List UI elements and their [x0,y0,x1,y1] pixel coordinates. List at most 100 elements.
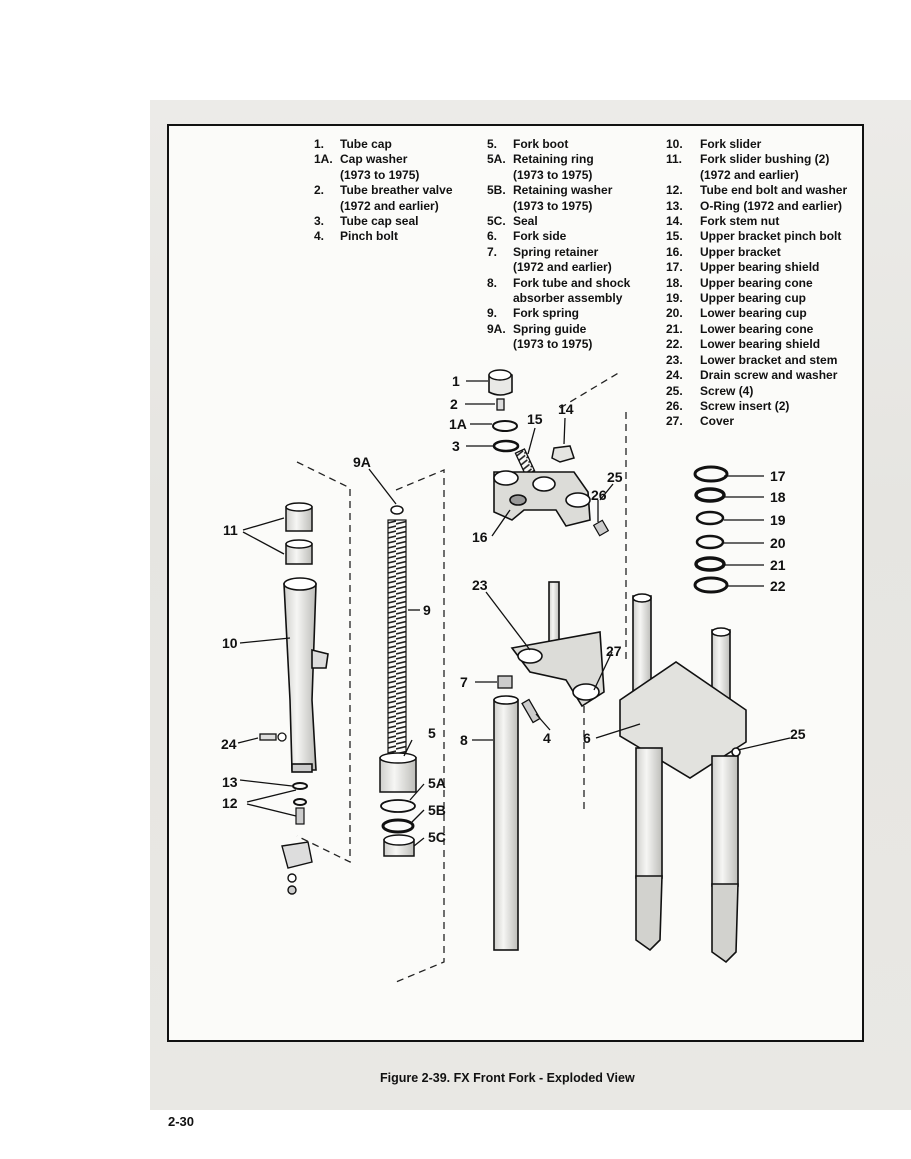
explode-guide-lines [296,371,627,983]
tube-end-bolt [295,807,305,825]
callout-1: 1 [452,373,460,389]
legend-row: 18.Upper bearing cone [666,275,813,290]
legend-row: 26.Screw insert (2) [666,398,790,413]
legend-row: 5A.Retaining ring [487,152,594,167]
legend-row: 7.Spring retainer [487,244,599,259]
fork-boot [379,752,417,793]
legend-row: 23.Lower bracket and stem [666,352,838,367]
callout-9: 9 [423,602,431,618]
legend-row: (1972 and earlier) [513,260,612,275]
callout-4: 4 [543,730,551,746]
tube-cap [488,369,513,396]
legend-row: absorber assembly [513,291,623,306]
spring-guide [390,505,404,515]
callout-5b: 5B [428,802,446,818]
callout-17: 17 [770,468,786,484]
fork-slider-bushings [285,502,313,565]
screw-insert [592,519,610,537]
lower-bracket-and-stem [510,581,605,708]
callout-9a: 9A [353,454,371,470]
legend-row: 25.Screw (4) [666,383,754,398]
legend-row: 1A.Cap washer [314,152,408,167]
tube-end-washer [293,798,307,806]
legend-row: 16.Upper bracket [666,244,781,259]
bearing-stack [693,465,729,594]
page-number: 2-30 [168,1114,195,1129]
callout-16: 16 [472,529,488,545]
callout-5c: 5C [428,829,446,845]
callout-26: 26 [591,487,607,503]
legend-row: 17.Upper bearing shield [666,260,820,275]
callout-5a: 5A [428,775,446,791]
callout-23: 23 [472,577,488,593]
callout-10: 10 [222,635,238,651]
legend-row: 5B.Retaining washer [487,183,613,198]
drain-screw [259,732,287,742]
callout-13: 13 [222,774,238,790]
callout-5: 5 [428,725,436,741]
legend-row: 12.Tube end bolt and washer [666,183,848,198]
legend-column-2: 5.Fork boot 5A.Retaining ring (1973 to 1… [487,137,630,353]
fork-slider [283,577,329,773]
leader-lines [237,380,791,847]
callout-25-lower: 25 [790,726,806,742]
callout-2: 2 [450,396,458,412]
legend-row: 22.Lower bearing shield [666,337,821,352]
upper-bracket-pinch-bolt [514,448,536,476]
callout-11: 11 [223,522,238,538]
callout-19: 19 [770,512,786,528]
callout-21: 21 [770,557,786,573]
legend-row: 10.Fork slider [666,137,762,151]
callout-24: 24 [221,736,237,752]
legend-row: 8.Fork tube and shock [487,275,631,290]
exploded-view-diagram: 1 2 1A 3 9A 15 14 11 16 25 26 17 18 19 2… [221,369,806,983]
legend-column-3: 10.Fork slider 11.Fork slider bushing (2… [666,137,847,430]
legend-row: 15.Upper bracket pinch bolt [666,229,842,244]
pinch-bolt [521,698,541,724]
callout-1a: 1A [449,416,467,432]
legend-row: 27.Cover [666,414,735,429]
o-ring [292,782,308,790]
legend-row: (1973 to 1975) [513,337,593,352]
legend-row: 14.Fork stem nut [666,214,780,229]
legend-column-1: 1.Tube cap 1A.Cap washer (1973 to 1975) … [314,137,453,245]
callout-12: 12 [222,795,238,811]
legend-row: 9.Fork spring [487,306,580,321]
figure-caption: Figure 2-39. FX Front Fork - Exploded Vi… [380,1071,635,1085]
legend-row: (1973 to 1975) [513,167,593,182]
legend-row: 5C.Seal [487,214,538,229]
fork-seal [383,834,415,857]
callout-14: 14 [558,401,574,417]
legend-row: 20.Lower bearing cup [666,306,807,321]
spring-retainer [497,675,513,689]
callout-6: 6 [583,730,591,746]
callout-27: 27 [606,643,622,659]
retaining-washer [381,818,415,834]
legend-row: 24.Drain screw and washer [666,368,838,383]
legend-row: (1972 and earlier) [700,167,799,182]
cap-washer [492,420,518,432]
callout-15: 15 [527,411,543,427]
callout-20: 20 [770,535,786,551]
fork-stem-nut [551,445,575,463]
legend-row: (1972 and earlier) [340,198,439,213]
callout-18: 18 [770,489,786,505]
breather-valve [496,398,505,411]
fork-tube [493,695,519,951]
fork-sides-assembly [619,593,747,964]
callout-3: 3 [452,438,460,454]
legend-row: 5.Fork boot [487,137,569,151]
legend-row: 11.Fork slider bushing (2) [666,152,830,167]
legend-row: (1973 to 1975) [340,167,420,182]
legend-row: 21.Lower bearing cone [666,321,814,336]
callout-25-upper: 25 [607,469,623,485]
legend-row: 9A.Spring guide [487,321,587,336]
legend-row: 1.Tube cap [314,137,392,151]
callout-22: 22 [770,578,786,594]
legend-row: 2.Tube breather valve [314,183,453,198]
tube-cap-seal [492,439,520,453]
upper-bracket [493,470,591,527]
legend-row: 13.O-Ring (1972 and earlier) [666,198,843,213]
fork-spring [387,519,407,761]
legend-row: 4.Pinch bolt [314,229,398,244]
